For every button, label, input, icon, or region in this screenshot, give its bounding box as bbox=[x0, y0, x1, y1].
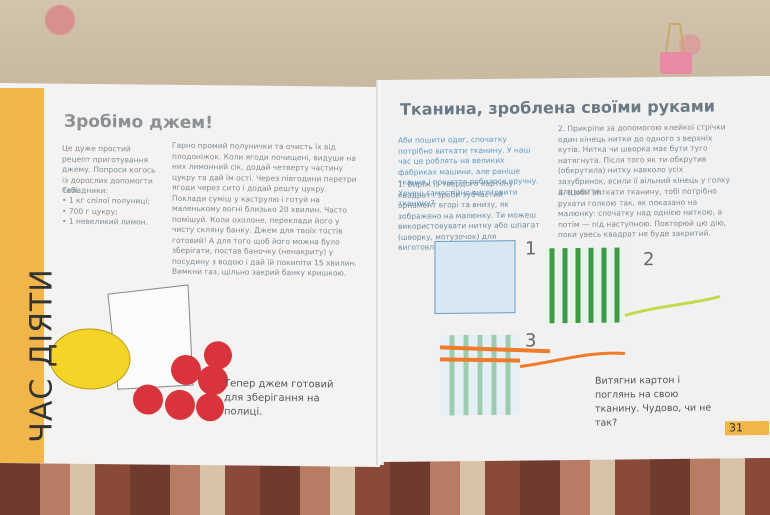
section-tab: ЧАС ДІЯТИ bbox=[0, 88, 60, 463]
figure-label: 3 bbox=[525, 330, 536, 351]
fabric-foreground bbox=[0, 455, 770, 515]
ingredient-item: • 1 невеликий лимон. bbox=[62, 216, 149, 227]
page-number: 31 bbox=[725, 420, 769, 436]
left-page: Зробімо джем! Це дуже простий рецепт при… bbox=[0, 83, 380, 467]
jam-illustration bbox=[49, 284, 232, 422]
recipe-instructions: Гарно промий полунички та очисть їх від … bbox=[172, 140, 357, 278]
weaving-title: Тканина, зроблена своїми руками bbox=[400, 96, 716, 119]
right-page: Тканина, зроблена своїми руками Аби поши… bbox=[380, 75, 770, 463]
weaving-caption: Витягни картон і поглянь на свою тканину… bbox=[595, 374, 712, 429]
ingredients-list: • 1 кг спілої полуниці; • 700 г цукру; •… bbox=[62, 196, 150, 228]
section-tab-label: ЧАС ДІЯТИ bbox=[24, 268, 60, 443]
weaving-illustration: 1 2 3 bbox=[434, 238, 721, 416]
binder-clip-icon bbox=[660, 23, 692, 74]
jam-caption: Тепер джем готовий для зберігання на пол… bbox=[224, 378, 334, 418]
figure-label: 1 bbox=[525, 238, 536, 259]
step-3: 3. Щоби виткати тканину, тобі потрібно р… bbox=[558, 186, 727, 240]
recipe-title: Зробімо джем! bbox=[64, 111, 213, 134]
figure-label: 2 bbox=[643, 249, 654, 270]
